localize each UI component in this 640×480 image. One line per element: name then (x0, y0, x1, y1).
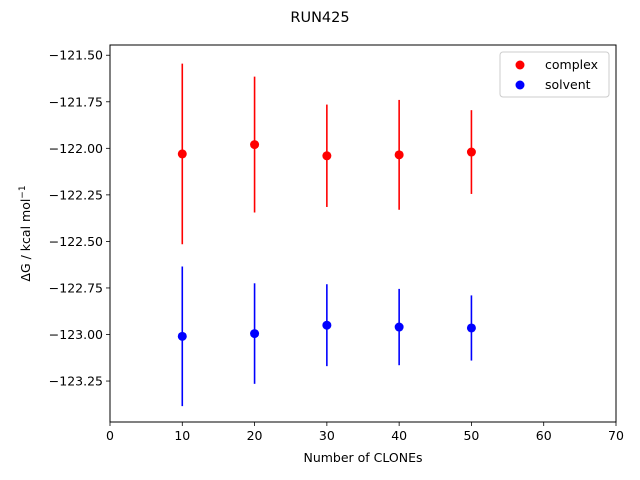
y-axis-label: ΔG / kcal mol−1 (18, 185, 33, 281)
series-solvent (177, 266, 476, 407)
data-point (250, 329, 260, 339)
legend-box (499, 51, 610, 98)
data-point (322, 320, 332, 330)
x-axis-label: Number of CLONEs (303, 450, 422, 465)
chart-title: RUN425 (290, 10, 349, 26)
y-tick-label: −122.75 (49, 280, 103, 295)
data-point (322, 151, 332, 161)
y-tick-label: −121.50 (49, 48, 103, 63)
y-tick-label: −122.25 (49, 187, 103, 202)
y-tick-label: −123.25 (49, 374, 103, 389)
x-tick-label: 30 (319, 428, 335, 443)
legend-marker (515, 60, 525, 70)
x-tick-label: 40 (391, 428, 407, 443)
legend-label: complex (545, 57, 598, 72)
y-axis: −121.50 −121.75 −122.00 −122.25 −122.50 −122.… (49, 48, 110, 389)
x-tick-label: 60 (536, 428, 552, 443)
series-complex (177, 63, 476, 245)
legend-label: solvent (545, 77, 591, 92)
x-tick-label: 50 (463, 428, 479, 443)
plot-frame (109, 44, 617, 423)
x-tick-label: 70 (608, 428, 624, 443)
data-point (177, 331, 187, 341)
x-tick-label: 0 (106, 428, 114, 443)
legend: complex solvent (499, 51, 610, 98)
y-tick-label: −122.00 (49, 141, 103, 156)
y-tick-label: −121.75 (49, 94, 103, 109)
x-tick-label: 10 (174, 428, 190, 443)
y-axis-label-superscript: −1 (18, 185, 28, 198)
legend-marker (515, 80, 525, 90)
x-tick-label: 20 (247, 428, 263, 443)
data-point (394, 322, 404, 332)
data-point (466, 323, 476, 333)
y-axis-label-main: ΔG / kcal mol (18, 199, 33, 282)
series-layer (177, 63, 476, 407)
y-tick-label: −123.00 (49, 327, 103, 342)
y-tick-label: −122.50 (49, 234, 103, 249)
data-point (466, 147, 476, 157)
data-point (177, 149, 187, 159)
data-point (394, 150, 404, 160)
data-point (250, 140, 260, 150)
x-axis: 0 10 20 30 40 50 60 70 (106, 422, 624, 443)
plot-area (110, 45, 616, 422)
